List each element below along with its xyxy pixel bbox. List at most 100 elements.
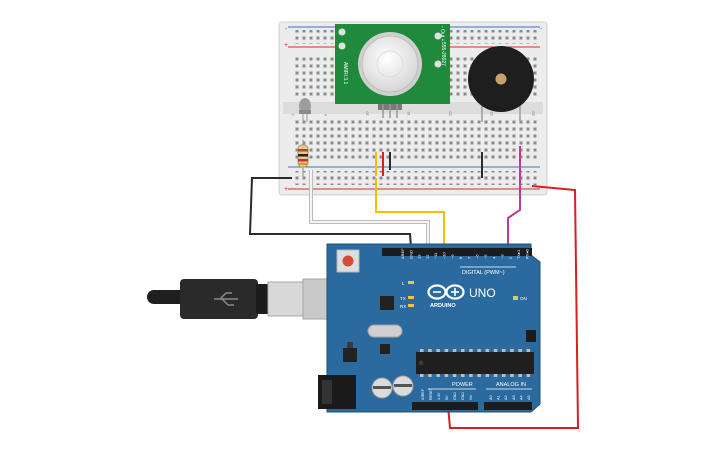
chip-pin [477,349,481,352]
chip-pin [452,349,457,352]
atmega-chip [416,352,534,374]
pir-label-left: AMIRI.3.1 [342,62,348,84]
digital-pin-label: ~11 [433,252,438,259]
rail-minus-label-right: - [540,26,543,33]
analog-header[interactable] [484,402,532,410]
digital-pin-label: 8 [458,256,463,259]
wire-magenta-buzzer[interactable] [507,172,521,248]
chip-pin [493,349,498,352]
digital-pin-label: AREF [400,248,405,259]
power-pin-label: GND [461,392,465,400]
digital-pin-label: 2 [508,256,513,259]
chip-pin [493,374,498,377]
digital-pin-label: GND [408,250,413,259]
led-label-rx: RX [400,304,406,309]
piezo-buzzer[interactable] [468,46,534,122]
power-pin-label: GND [453,392,457,400]
chip-pin [477,374,481,377]
wire-yellow-pir-out[interactable] [375,178,445,248]
column-number: 30 [531,111,536,116]
chip-pin [518,349,522,352]
chip-pin [485,349,490,352]
chip-pin [469,349,473,352]
column-number: 25 [489,111,494,116]
chip-pin [502,374,506,377]
chip-pin [444,349,449,352]
power-pin-label: 3.3V [437,392,441,400]
crystal-oscillator [367,324,403,338]
analog-pin-label: A5 [527,395,531,400]
chip-pin [461,349,465,352]
chip-pin [526,349,531,352]
power-pin-label: 5V [445,395,449,400]
chip-pin [428,349,432,352]
analog-pin-label: A0 [489,395,493,400]
digital-pin-label: RX◂0 [525,248,530,259]
power-pin-label: IOREF [421,388,425,400]
analog-pin-label: A2 [504,395,508,400]
chip-pin [420,349,424,352]
analog-pin-label: A3 [512,395,516,400]
wire-white-led[interactable] [310,170,429,248]
chip-pin [452,374,457,377]
chip-pin [485,374,490,377]
digital-pin-label: 13 [417,254,422,259]
chip-pin [502,349,506,352]
pir-pins-label: - Out + [439,26,445,42]
analog-pin-label: A4 [519,395,523,400]
resistor[interactable] [297,140,309,178]
led-label-l: L [402,281,405,286]
uno-label: UNO [469,286,496,300]
wires [248,170,580,429]
pir-motion-sensor[interactable]: AMIRI.3.1 555-28027 - Out + [335,24,450,118]
chip-pin [436,349,440,352]
usb-icon [214,292,238,306]
column-number: 15 [406,111,411,116]
digital-pin-label: ~6 [475,254,480,259]
led[interactable] [299,98,311,122]
breadboard-jumpers [375,146,521,178]
digital-pin-label: ~10 [442,251,447,259]
digital-header[interactable] [382,248,532,256]
chip-pin [444,374,449,377]
power-header[interactable] [412,402,478,410]
rail-plus-label-bottom: + [284,186,288,193]
voltage-regulator [343,348,357,362]
digital-label: DIGITAL (PWM~) [462,270,505,276]
led-label-tx: TX [400,296,406,301]
digital-pin-label: 12 [425,254,430,259]
chip-pin [526,374,531,377]
usb-cable [147,278,358,320]
analog-pin-label: A1 [497,395,501,400]
digital-pin-label: ~5 [483,254,488,259]
power-pin-label: RESET [429,387,433,400]
column-number: 10 [365,111,370,116]
chip-pin [469,374,473,377]
chip-pin [510,349,514,352]
power-pin-label: Vin [469,395,473,400]
wire-red-5v[interactable] [447,185,580,429]
arduino-logo-icon [427,284,465,300]
chip-pin [428,374,432,377]
digital-pin-label: ~9 [450,254,455,259]
digital-pin-label: TX▸1 [516,249,521,259]
chip-pin [461,374,465,377]
arduino-brand-label: ARDUINO [430,303,456,309]
wire-black-gnd[interactable] [248,177,412,249]
usb-chip [380,296,394,310]
chip-pins [420,349,531,377]
digital-pin-label: ~3 [500,254,505,259]
reset-button-cap[interactable] [342,255,354,267]
column-number: 1 [290,113,295,116]
chip-pin [436,374,440,377]
power-label: POWER [452,382,473,388]
rail-minus-label: - [285,26,288,33]
analog-label: ANALOG IN [496,382,526,388]
rail-plus-label: + [284,42,288,49]
